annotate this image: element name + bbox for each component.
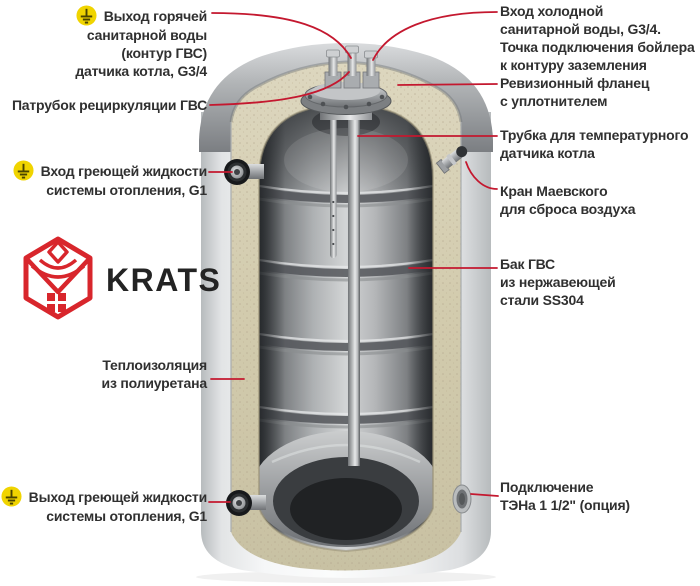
label-line: Подключение (500, 479, 594, 495)
label-line: из нержавеющей (500, 274, 616, 290)
label-line: датчика котла (500, 145, 595, 161)
label-hot-water-outlet: Выход горячей санитарной воды (контур ГВ… (75, 5, 207, 80)
brand-name: KRATS (106, 262, 220, 298)
label-line: Патрубок рециркуляции ГВС (11, 97, 207, 113)
label-line: из полиуретана (101, 375, 208, 391)
label-sensor-tube: Трубка для температурного датчика котла (500, 126, 689, 162)
label-heating-inlet: Вход греющей жидкости системы отопления,… (13, 160, 207, 199)
label-line: к контуру заземления (500, 57, 647, 73)
label-line: Бак ГВС (500, 256, 555, 272)
heating-inlet-port (224, 159, 264, 185)
label-line: системы отопления, G1 (46, 508, 207, 524)
top-pipe-fittings (324, 45, 380, 89)
callout-recirculation (209, 71, 350, 106)
temperature-sensor-tube (330, 114, 337, 258)
label-recirculation: Патрубок рециркуляции ГВС (12, 96, 207, 114)
label-revision-flange: Ревизионный фланец с уплотнителем (500, 74, 650, 110)
label-line: Точка подключения бойлера (500, 39, 695, 55)
label-tank: Бак ГВС из нержавеющей стали SS304 (500, 255, 616, 309)
label-line: для сброса воздуха (500, 201, 636, 217)
label-line: ТЭНа 1 1/2" (опция) (500, 497, 630, 513)
callout-lines (208, 11, 499, 503)
label-heater-port: Подключение ТЭНа 1 1/2" (опция) (500, 478, 630, 514)
label-line: с уплотнителем (500, 93, 608, 109)
label-line: датчика котла, G3/4 (75, 63, 207, 79)
ground-icon (13, 160, 34, 181)
callout-heater-port (470, 493, 499, 497)
label-line: Вход холодной (500, 3, 604, 19)
label-line: санитарной воды (86, 27, 207, 43)
label-line: Теплоизоляция (102, 357, 207, 373)
heater-element-port (452, 484, 472, 514)
ground-icon (1, 486, 22, 507)
tank-bottom-bowl (259, 431, 433, 547)
label-line: Ревизионный фланец (500, 75, 650, 91)
label-line: Кран Маевского (500, 183, 608, 199)
label-line: Трубка для температурного (500, 127, 689, 143)
ground-icon (76, 5, 97, 26)
label-cold-water-inlet: Вход холодной санитарной воды, G3/4. Точ… (500, 2, 695, 74)
label-air-valve: Кран Маевского для сброса воздуха (500, 182, 636, 218)
label-line: Выход греющей жидкости (28, 488, 208, 505)
label-line: Вход греющей жидкости (40, 162, 208, 179)
brand-logo: KRATS (23, 236, 220, 320)
heating-outlet-port (226, 490, 266, 516)
callout-air-valve (465, 161, 498, 190)
callout-cold-water-inlet (372, 11, 498, 61)
inner-tank (259, 103, 433, 551)
label-line: санитарной воды, G3/4. (500, 21, 661, 37)
cutaway-edge (258, 102, 434, 553)
label-insulation: Теплоизоляция из полиуретана (101, 356, 208, 392)
logo-hexagon-icon (23, 236, 93, 320)
label-line: Выход горячей (103, 7, 208, 24)
label-line: системы отопления, G1 (46, 182, 207, 198)
label-line: (контур ГВС) (121, 45, 207, 61)
label-line: стали SS304 (500, 292, 584, 308)
callout-hot-water-outlet (211, 12, 352, 59)
callout-revision-flange (397, 83, 498, 86)
air-valve-fitting (435, 146, 468, 174)
central-pipe (348, 108, 360, 466)
label-heating-outlet: Выход греющей жидкости системы отопления… (1, 486, 207, 525)
